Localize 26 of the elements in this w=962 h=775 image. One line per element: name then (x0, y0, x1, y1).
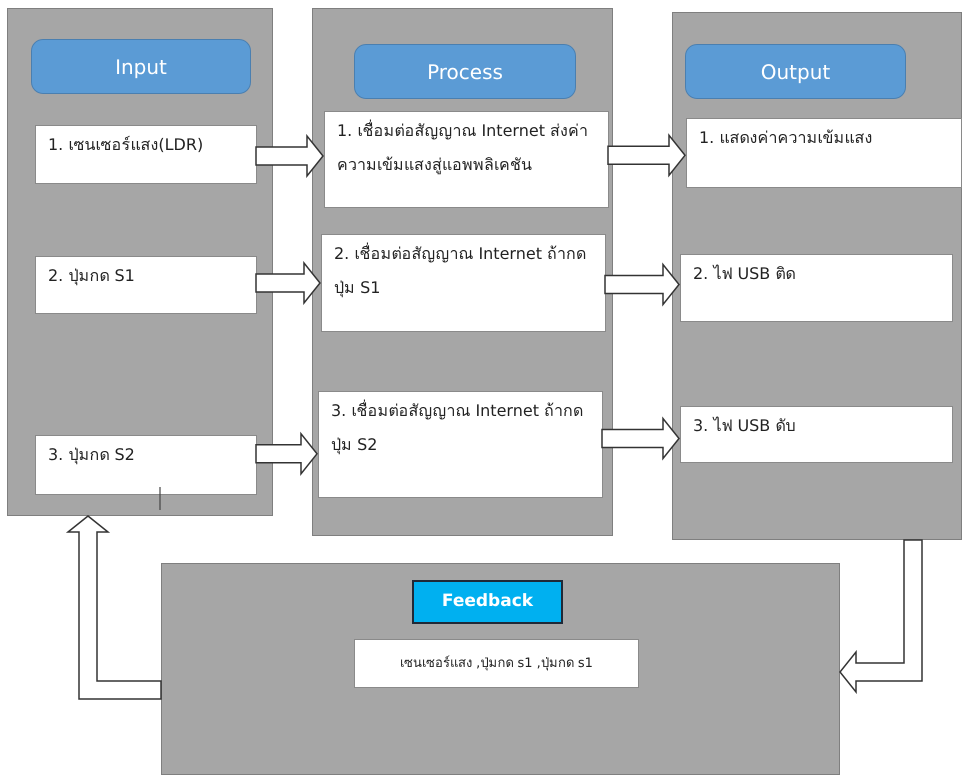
text-box: 3. ปุ่มกด S2 (35, 435, 257, 495)
text-box: 2. ปุ่มกด S1 (35, 256, 257, 314)
text-box: 1. เชื่อมต่อสัญญาณ Internet ส่งค่าความเข้มแสงสู่แอพพลิเคชัน (324, 111, 609, 208)
text-box: 3. ไฟ USB ดับ (680, 406, 953, 463)
text-box: 3. เชื่อมต่อสัญญาณ Internet ถ้ากดปุ่ม S2 (318, 391, 603, 498)
block-arrow (255, 134, 324, 178)
panel-background (161, 563, 840, 775)
header-label: Output (685, 44, 906, 99)
text-box: 2. ไฟ USB ติด (680, 254, 953, 322)
panel-background (7, 8, 273, 516)
text-box: 2. เชื่อมต่อสัญญาณ Internet ถ้ากดปุ่ม S1 (321, 234, 606, 332)
block-arrow (255, 432, 318, 476)
panel-background (672, 12, 962, 540)
text-box: เซนเซอร์แสง ,ปุ่มกด s1 ,ปุ่มกด s1 (354, 639, 639, 688)
block-arrow (839, 539, 923, 694)
text-box: 1. เซนเซอร์แสง(LDR) (35, 125, 257, 184)
block-arrow (601, 416, 680, 461)
block-arrow (604, 262, 680, 307)
block-arrow (607, 133, 686, 178)
text-box: 1. แสดงค่าความเข้มแสง (686, 118, 962, 188)
header-label: Feedback (412, 580, 563, 624)
header-label: Input (31, 39, 251, 94)
block-arrow (66, 515, 162, 700)
panel-background (312, 8, 613, 536)
block-arrow (255, 260, 321, 306)
header-label: Process (354, 44, 576, 99)
